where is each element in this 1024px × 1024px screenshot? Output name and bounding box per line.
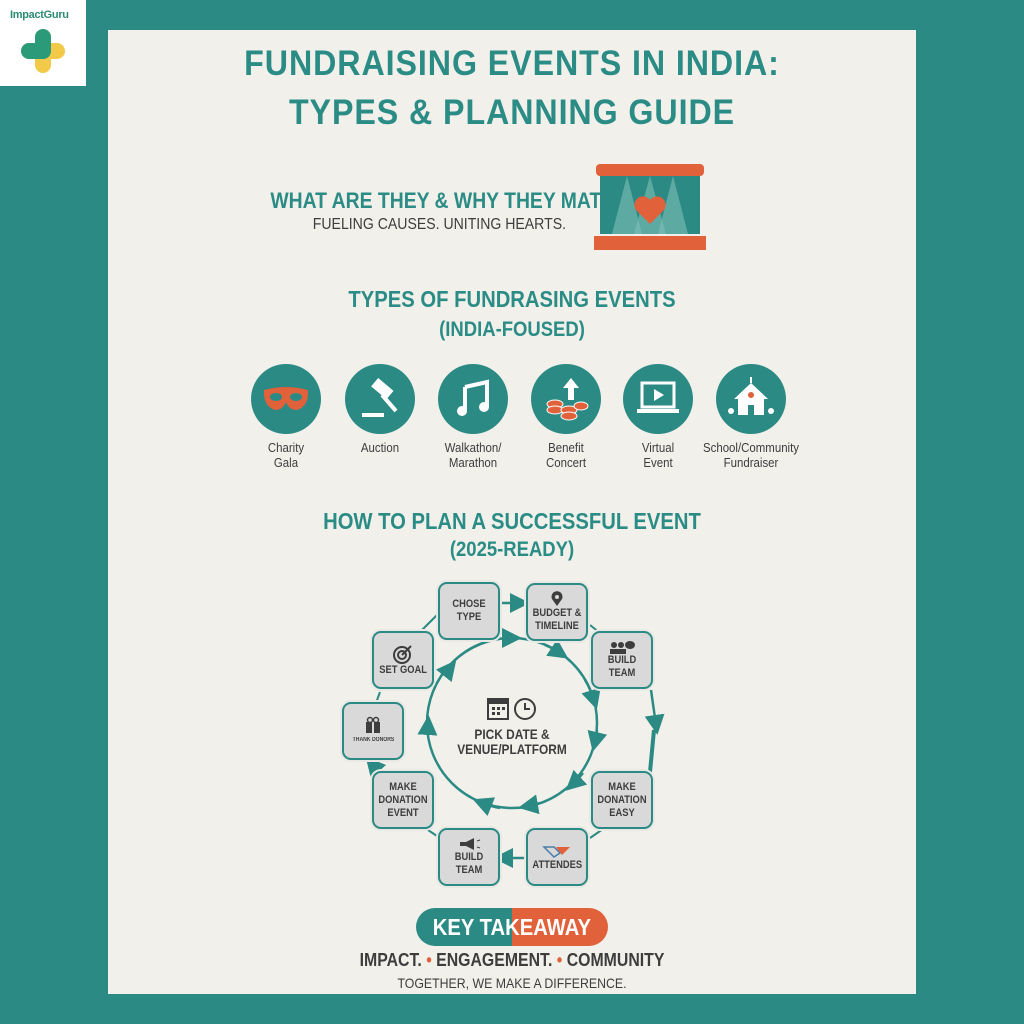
title-line-1: FUNDRAISING EVENTS IN INDIA:: [244, 44, 780, 83]
laptop-play-icon: [637, 381, 679, 413]
types-subheading: (INDIA-FOUSED): [439, 318, 585, 341]
people-chat-icon: [610, 641, 635, 654]
step-set-goal: SET GOAL: [372, 631, 434, 689]
step-budget-timeline: BUDGET & TIMELINE: [526, 583, 588, 641]
takeaway-words: IMPACT. • ENGAGEMENT. • COMMUNITY: [359, 950, 665, 970]
step-thank-donors: THANK DONORS: [342, 702, 404, 760]
step-make-donation-event: MAKE DONATION EVENT: [372, 771, 434, 829]
school-icon: [728, 377, 774, 415]
megaphone-icon: [460, 838, 481, 850]
intro-heading: WHAT ARE THEY & WHY THEY MATTER: [270, 188, 640, 213]
step-make-donation-easy: MAKE DONATION EASY: [591, 771, 653, 829]
logo-text: ImpactGuru: [10, 9, 69, 21]
gavel-icon: [362, 377, 398, 417]
type-auction: Auction: [325, 364, 435, 455]
music-note-icon: [457, 379, 489, 416]
coins-arrow-icon: [546, 378, 589, 421]
step-attendes: ATTENDES: [526, 828, 588, 886]
intro-tagline: FUELING CAUSES. UNITING HEARTS.: [312, 216, 566, 233]
handshake-icon: [542, 845, 570, 858]
calendar-clock-icon: [487, 698, 536, 720]
infographic-card: [108, 30, 916, 994]
mask-icon: [263, 387, 309, 410]
plan-subheading: (2025-READY): [449, 538, 575, 561]
gift-icon: [366, 716, 380, 733]
types-heading: TYPES OF FUNDRASING EVENTS: [348, 286, 676, 312]
target-icon: [393, 644, 412, 664]
stage-heart-icon: [594, 164, 706, 250]
takeaway-footer: TOGETHER, WE MAKE A DIFFERENCE.: [397, 975, 627, 991]
step-choose-type: CHOSE TYPE: [438, 582, 500, 640]
plan-heading: HOW TO PLAN A SUCCESSFUL EVENT: [323, 508, 701, 534]
type-walkathon: Walkathon/Marathon: [418, 364, 528, 470]
title-line-2: TYPES & PLANNING GUIDE: [288, 93, 736, 132]
step-build-team-2: BUILD TEAM: [438, 828, 500, 886]
plus-logo-icon: [21, 29, 65, 73]
impactguru-logo: ImpactGuru: [0, 0, 86, 86]
key-takeaway-pill: KEY TAKEAWAY: [416, 908, 608, 946]
center-step: PICK DATE &VENUE/PLATFORM: [440, 696, 584, 757]
step-build-team: BUILD TEAM: [591, 631, 653, 689]
location-pin-icon: [551, 591, 563, 606]
